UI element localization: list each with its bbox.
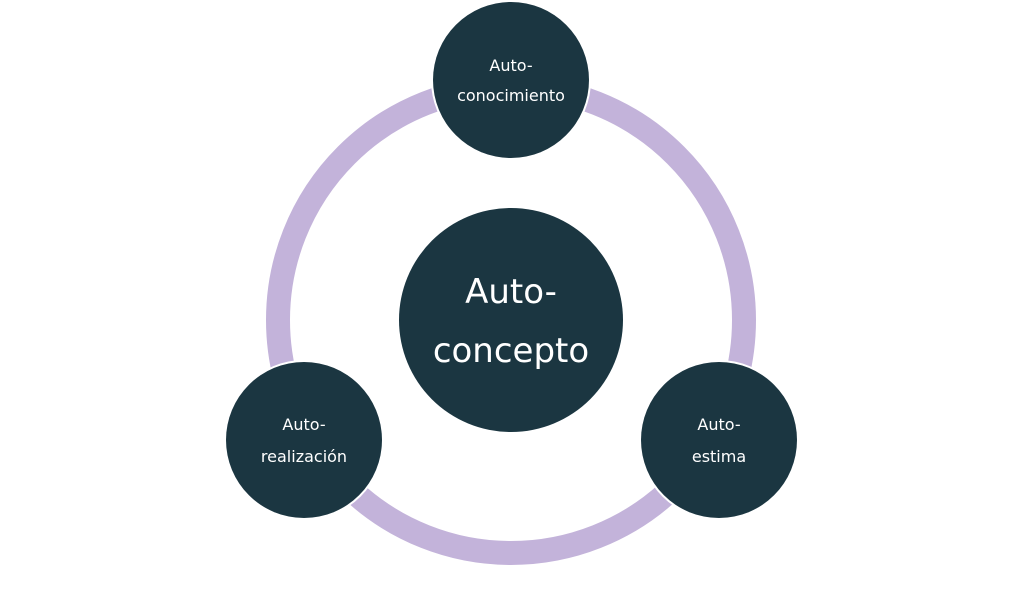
node-right-line2: estima bbox=[692, 447, 746, 466]
node-right-circle bbox=[641, 362, 797, 518]
node-left-line1: Auto- bbox=[282, 415, 325, 434]
center-node-line2: concepto bbox=[433, 331, 589, 371]
node-left-line2: realización bbox=[261, 447, 347, 466]
center-node-line1: Auto- bbox=[465, 272, 557, 312]
node-right: Auto- estima bbox=[639, 360, 799, 520]
node-right-line1: Auto- bbox=[697, 415, 740, 434]
node-top: Auto- conocimiento bbox=[431, 0, 591, 160]
node-left: Auto- realización bbox=[224, 360, 384, 520]
center-node-circle bbox=[399, 208, 623, 432]
node-top-circle bbox=[433, 2, 589, 158]
node-top-line1: Auto- bbox=[489, 56, 532, 75]
center-node: Auto- concepto bbox=[399, 208, 623, 432]
node-left-circle bbox=[226, 362, 382, 518]
node-top-line2: conocimiento bbox=[457, 86, 565, 105]
